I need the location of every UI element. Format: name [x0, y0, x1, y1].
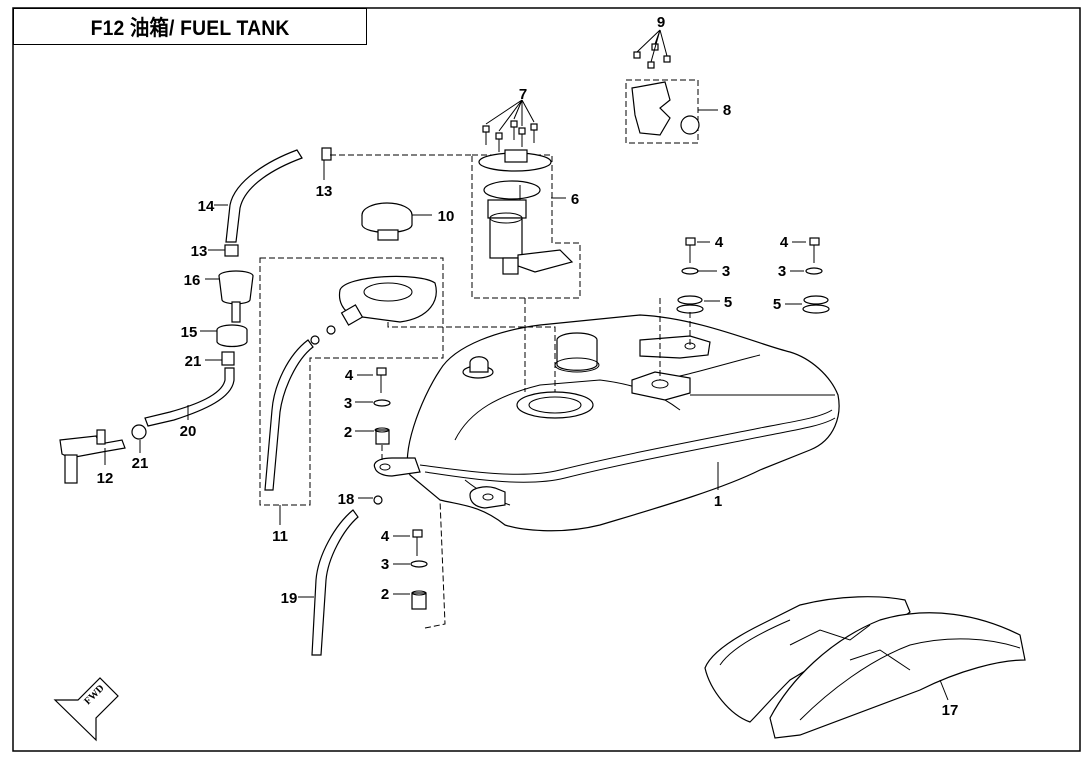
callout-labels: 9 8 7 6 13 14 10 13 16 15 21 20 21 12 11… [97, 14, 959, 719]
vent-hose-14 [225, 147, 332, 243]
cap-gasket-group [259, 257, 444, 506]
callout-16: 16 [184, 272, 201, 289]
heat-shield [704, 596, 1026, 739]
callout-5-right-a: 5 [724, 294, 732, 311]
quick-connector-12 [59, 429, 126, 484]
callout-19: 19 [281, 590, 298, 607]
drawing-frame [12, 7, 1081, 752]
callout-2-lower: 2 [381, 586, 389, 603]
callout-17: 17 [942, 702, 959, 719]
callout-7: 7 [519, 86, 527, 103]
drain-hose-19 [311, 495, 383, 656]
callout-5-right-b: 5 [773, 296, 781, 313]
callout-3-right-b: 3 [778, 263, 786, 280]
fastener-set-lower [410, 499, 446, 629]
callout-11: 11 [272, 528, 288, 545]
fuel-pump-assembly [471, 149, 581, 299]
fastener-set-right-b [802, 237, 830, 314]
callout-3-center: 3 [344, 395, 352, 412]
routing-lines [330, 154, 835, 460]
fastener-set-right-a [676, 237, 704, 345]
forward-direction-arrow: FWD [53, 677, 119, 742]
callout-18: 18 [338, 491, 355, 508]
callout-4-right-b: 4 [780, 234, 789, 251]
fastener-set-center [373, 367, 391, 445]
fuel-cap [361, 202, 432, 241]
callout-6: 6 [571, 191, 579, 208]
fuel-filter [216, 244, 254, 366]
callout-8: 8 [723, 102, 731, 119]
callout-14: 14 [198, 198, 215, 215]
fuel-tank [373, 314, 840, 532]
callout-13-upper: 13 [316, 183, 333, 200]
callout-3-lower: 3 [381, 556, 389, 573]
callout-20: 20 [180, 423, 197, 440]
callout-10: 10 [438, 208, 455, 225]
diagram-title: F12 油箱/ FUEL TANK [90, 16, 290, 40]
callout-21-lower: 21 [132, 455, 149, 472]
callout-1: 1 [714, 493, 722, 510]
leader-lines [104, 160, 949, 701]
fuel-hose-20 [131, 367, 235, 440]
callout-12: 12 [97, 470, 114, 487]
callout-4-lower: 4 [381, 528, 390, 545]
callout-2-center: 2 [344, 424, 352, 441]
callout-21-upper: 21 [185, 353, 202, 370]
callout-15: 15 [181, 324, 198, 341]
title-box: F12 油箱/ FUEL TANK [13, 8, 367, 45]
callout-4-center: 4 [345, 367, 354, 384]
level-sender-unit [625, 29, 718, 144]
callout-4-right-a: 4 [715, 234, 724, 251]
breather-hose-11 [264, 325, 336, 491]
pump-bolts [482, 99, 538, 152]
callout-3-right-a: 3 [722, 263, 730, 280]
callout-13-lower: 13 [191, 243, 208, 260]
callout-9: 9 [657, 14, 665, 31]
